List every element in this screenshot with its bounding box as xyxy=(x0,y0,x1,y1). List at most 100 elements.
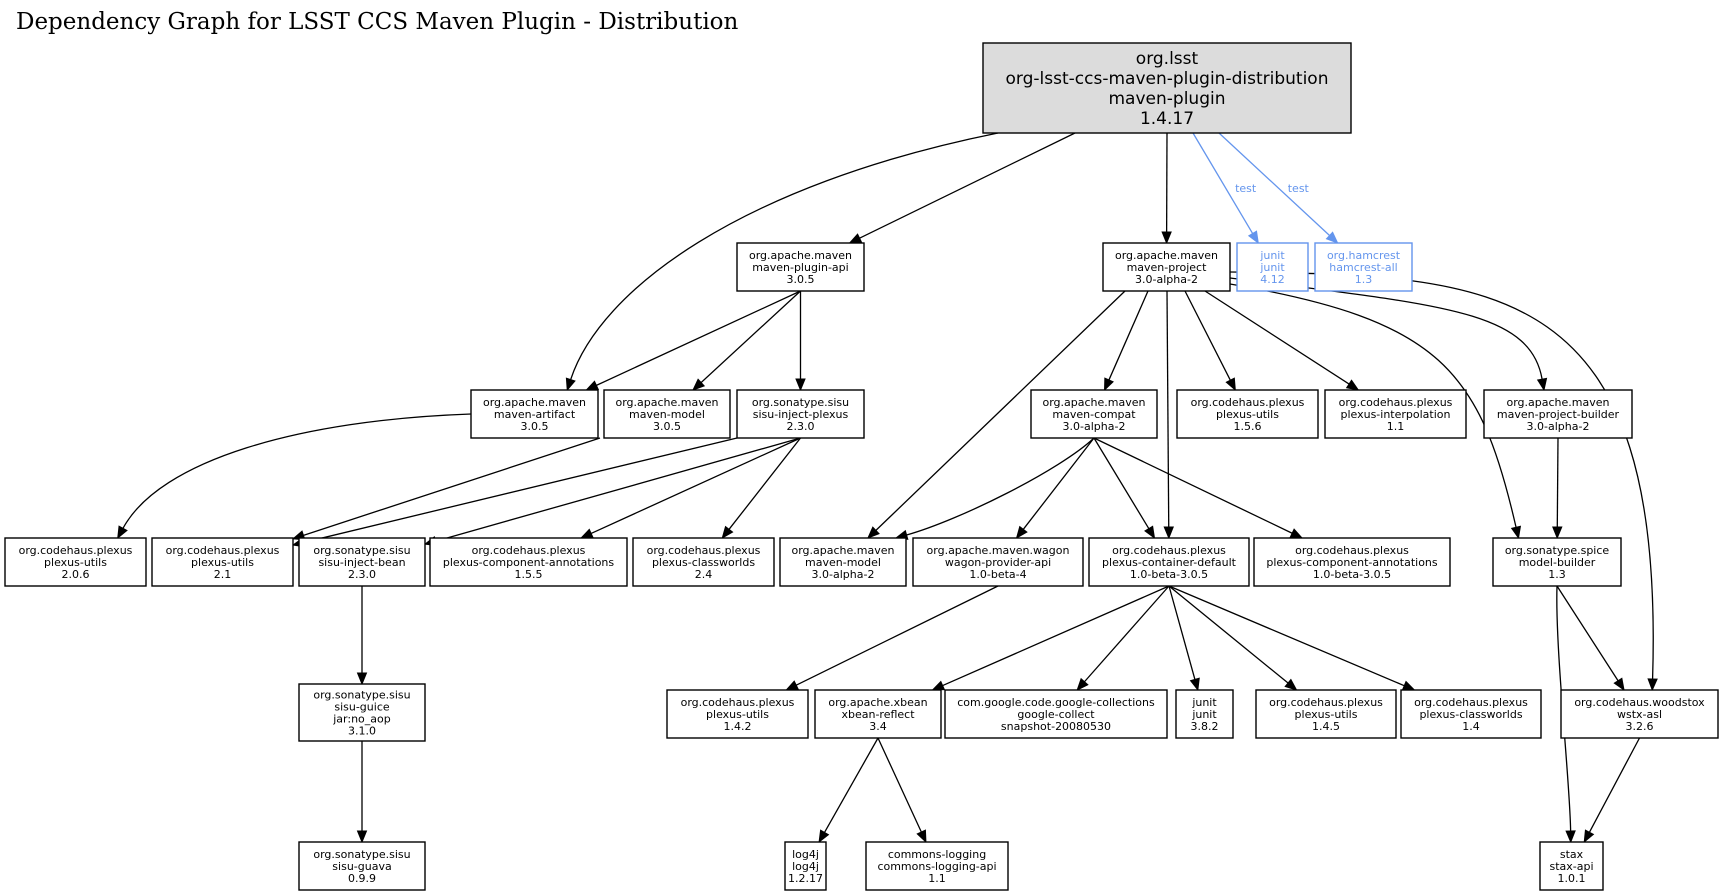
edge-line xyxy=(570,132,999,380)
edge-project-to-putils156 xyxy=(1184,290,1236,392)
edge-root-to-project xyxy=(1161,132,1172,245)
node-label-line: org-lsst-ccs-maven-plugin-distribution xyxy=(1006,69,1329,89)
node-label-line: org.codehaus.plexus xyxy=(647,544,761,557)
node-label-line: org.sonatype.sisu xyxy=(313,689,410,702)
node-label-line: 1.0-beta-3.0.5 xyxy=(1130,568,1208,581)
node-label-line: org.apache.maven xyxy=(749,249,852,262)
node-label-line: org.codehaus.plexus xyxy=(1414,696,1528,709)
edge-arrowhead xyxy=(1076,677,1089,691)
node-label-line: org.apache.maven xyxy=(483,396,586,409)
node-box xyxy=(470,389,599,439)
edge-line xyxy=(795,585,999,686)
node-label-line: 2.0.6 xyxy=(62,568,90,581)
node-label-line: 1.4.2 xyxy=(724,720,752,733)
edge-line xyxy=(1556,437,1559,528)
node-label-line: 1.4 xyxy=(1462,720,1480,733)
edge-line xyxy=(877,737,922,833)
node-box xyxy=(298,683,426,742)
edge-wstx-to-stax xyxy=(1583,737,1641,844)
node-label-line: xbean-reflect xyxy=(841,708,915,721)
node-gcollect[interactable]: com.google.code.google-collectionsgoogle… xyxy=(944,689,1168,739)
node-pca_beta[interactable]: org.codehaus.plexusplexus-component-anno… xyxy=(1253,537,1451,587)
edge-arrowhead xyxy=(1510,525,1522,540)
node-label-line: maven-model xyxy=(629,408,705,421)
edge-arrowhead xyxy=(795,378,806,392)
edge-line xyxy=(596,290,801,386)
node-box xyxy=(151,537,294,587)
node-container[interactable]: org.codehaus.plexusplexus-container-defa… xyxy=(1088,537,1250,587)
edge-line xyxy=(1168,585,1196,680)
node-box xyxy=(1175,689,1234,739)
edge-artifact-to-putils206 xyxy=(117,413,472,540)
node-label-line: maven-project xyxy=(1127,261,1208,274)
edge-root-to-plugin_api xyxy=(848,132,1076,244)
node-label-line: org.codehaus.plexus xyxy=(472,544,586,557)
node-label-line: google-collect xyxy=(1017,708,1095,721)
node-label-line: stax-api xyxy=(1549,860,1593,873)
edge-line xyxy=(823,737,879,833)
node-label-line: 3.0-alpha-2 xyxy=(1135,273,1198,286)
edge-sisu_plexus-to-classworlds24 xyxy=(721,437,802,540)
node-pca155[interactable]: org.codehaus.plexusplexus-component-anno… xyxy=(429,537,628,587)
node-label-line: org.sonatype.sisu xyxy=(313,848,410,861)
edge-arrowhead xyxy=(1189,677,1200,692)
edge-line xyxy=(1218,132,1330,236)
node-box xyxy=(944,689,1168,739)
node-sisu_guice[interactable]: org.sonatype.sisusisu-guicejar:no_aop3.1… xyxy=(298,683,426,742)
node-box xyxy=(603,389,731,439)
node-box xyxy=(1088,537,1250,587)
edge-arrowhead xyxy=(931,680,946,691)
edge-sisu_bean-to-sisu_guice xyxy=(356,586,368,686)
node-projbuilder[interactable]: org.apache.mavenmaven-project-builder3.0… xyxy=(1483,389,1633,439)
node-label-line: sisu-inject-bean xyxy=(318,556,405,569)
node-label-line: 1.0-beta-3.0.5 xyxy=(1313,568,1391,581)
edge-plugin_api-to-sisu_plexus xyxy=(795,291,806,392)
edge-arrowhead xyxy=(1565,830,1576,844)
node-label-line: 1.0-beta-4 xyxy=(969,568,1026,581)
edge-line xyxy=(906,437,1095,536)
edge-project-to-compat xyxy=(1104,290,1149,392)
edge-arrowhead xyxy=(1583,829,1595,844)
node-label-line: org.codehaus.plexus xyxy=(1112,544,1226,557)
node-interp[interactable]: org.codehaus.plexusplexus-interpolation1… xyxy=(1324,389,1467,439)
node-box xyxy=(1030,389,1158,439)
node-label-line: 1.4.17 xyxy=(1140,109,1194,129)
edge-project-to-model_alpha xyxy=(867,290,1126,539)
node-root[interactable]: org.lsstorg-lsst-ccs-maven-plugin-distri… xyxy=(982,42,1352,134)
node-wagon[interactable]: org.apache.maven.wagonwagon-provider-api… xyxy=(912,537,1084,587)
edge-sisu_plexus-to-putils21 xyxy=(291,437,738,548)
node-label-line: 3.0.5 xyxy=(521,420,549,433)
edge-compat-to-container xyxy=(1093,437,1156,540)
edge-arrowhead xyxy=(1015,525,1028,540)
edge-line xyxy=(122,413,472,529)
node-label-line: org.sonatype.spice xyxy=(1505,544,1610,557)
node-label-line: junit xyxy=(1259,261,1285,274)
node-label-line: org.codehaus.plexus xyxy=(1295,544,1409,557)
